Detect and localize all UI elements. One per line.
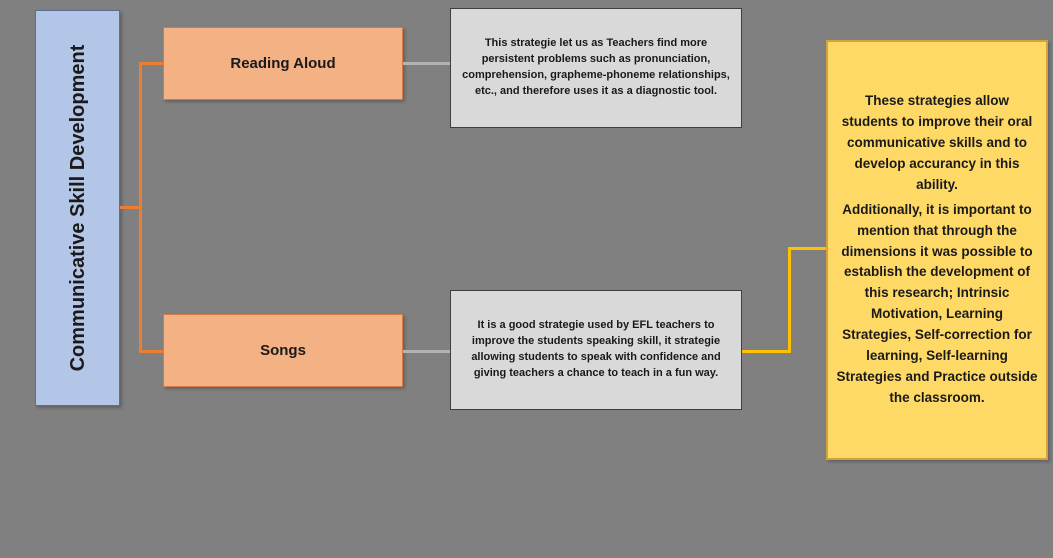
connector-summary-vertical (788, 247, 791, 353)
root-node: Communicative Skill Development (35, 10, 120, 406)
root-node-label: Communicative Skill Development (66, 44, 89, 372)
node-songs: Songs (163, 314, 403, 387)
description-songs-text: It is a good strategie used by EFL teach… (471, 319, 721, 379)
connector-songs-description (403, 350, 450, 353)
description-songs: It is a good strategie used by EFL teach… (450, 290, 742, 410)
summary-paragraph-2: Additionally, it is important to mention… (836, 201, 1038, 405)
description-reading-aloud: This strategie let us as Teachers find m… (450, 8, 742, 128)
connector-branch-songs (139, 350, 163, 353)
node-reading-aloud: Reading Aloud (163, 27, 403, 100)
connector-root-bracket-vertical (139, 62, 142, 353)
connector-reading-aloud-description (403, 62, 450, 65)
connector-root-stub (120, 206, 142, 209)
connector-summary-horizontal-lower (742, 350, 791, 353)
node-reading-aloud-label: Reading Aloud (230, 55, 336, 72)
connector-branch-reading-aloud (139, 62, 163, 65)
description-reading-aloud-text: This strategie let us as Teachers find m… (462, 37, 730, 97)
connector-summary-horizontal-upper (788, 247, 826, 250)
summary-paragraph-1: These strategies allow students to impro… (841, 93, 1033, 192)
node-songs-label: Songs (260, 342, 306, 359)
summary-box: These strategies allow students to impro… (826, 40, 1048, 460)
